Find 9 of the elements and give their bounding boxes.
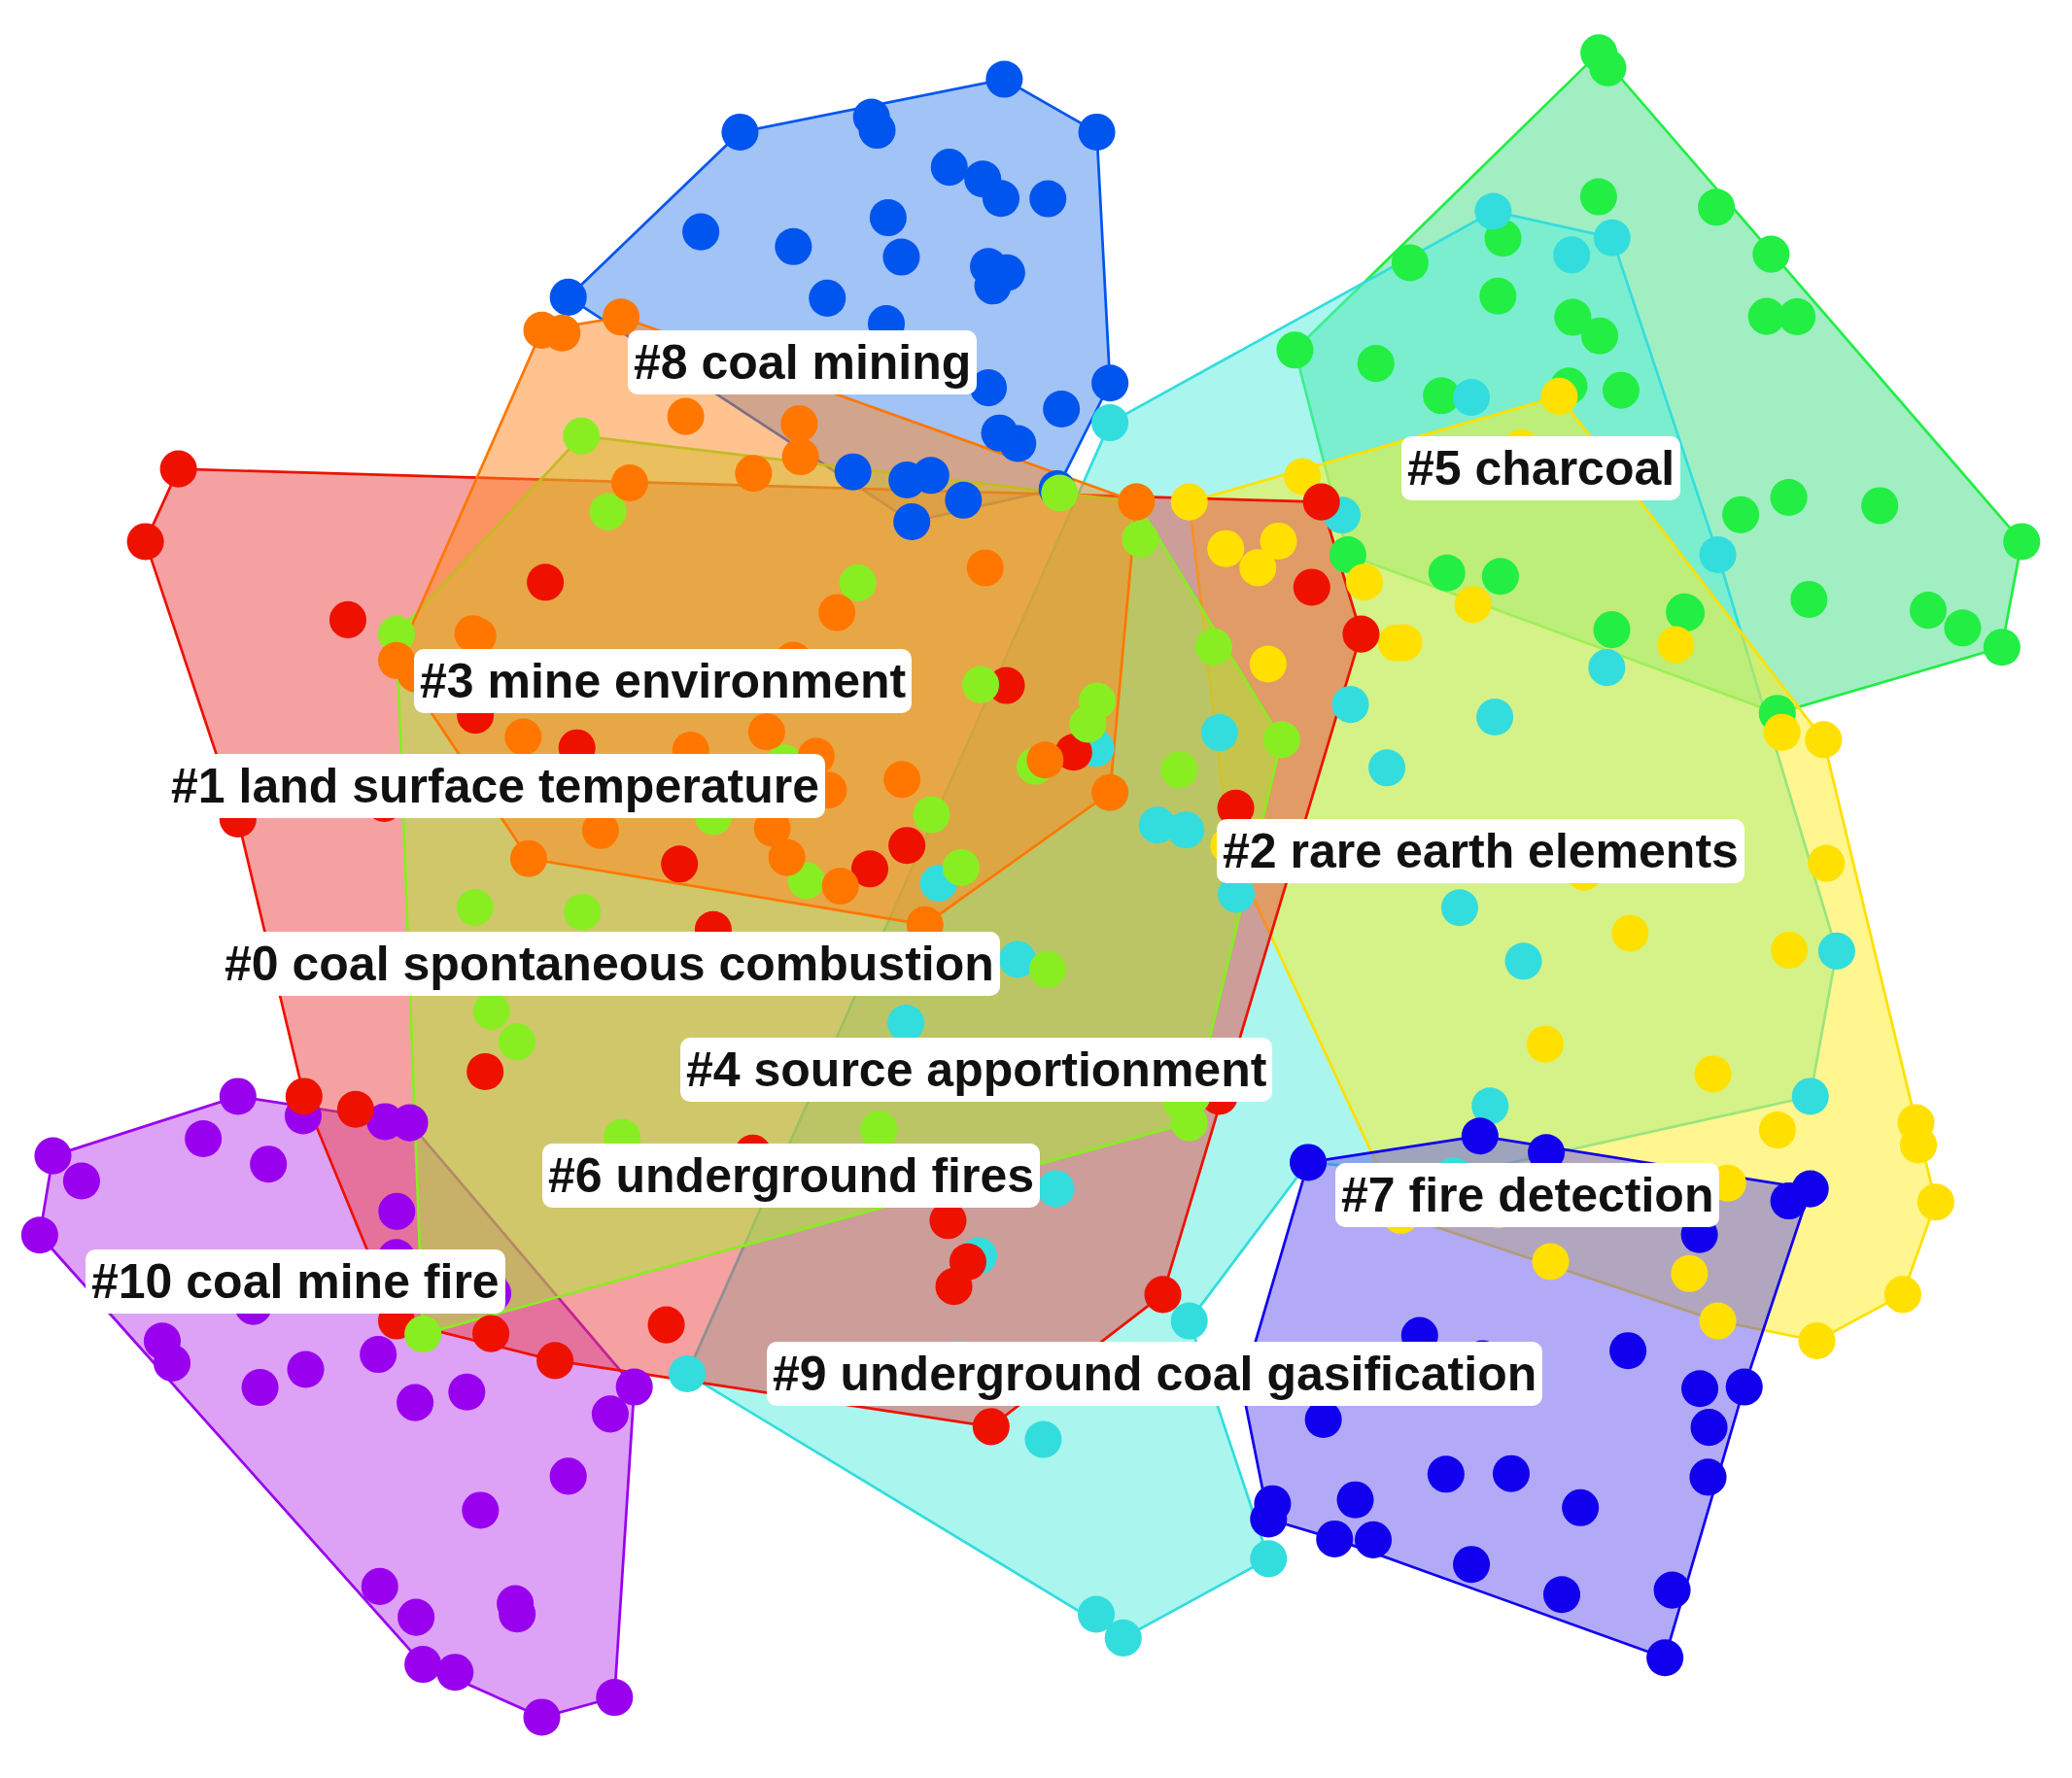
- cluster-label: #9 underground coal gasification: [767, 1342, 1543, 1406]
- cluster-label: #5 charcoal: [1401, 436, 1681, 500]
- cluster-label: #3 mine environment: [414, 649, 913, 713]
- cluster-label: #2 rare earth elements: [1217, 819, 1744, 883]
- cluster-label: #4 source apportionment: [680, 1038, 1273, 1102]
- cluster-label: #6 underground fires: [542, 1144, 1041, 1208]
- cluster-label: #8 coal mining: [628, 330, 978, 394]
- cluster-label: #10 coal mine fire: [86, 1249, 505, 1314]
- cluster-label: #7 fire detection: [1335, 1163, 1720, 1227]
